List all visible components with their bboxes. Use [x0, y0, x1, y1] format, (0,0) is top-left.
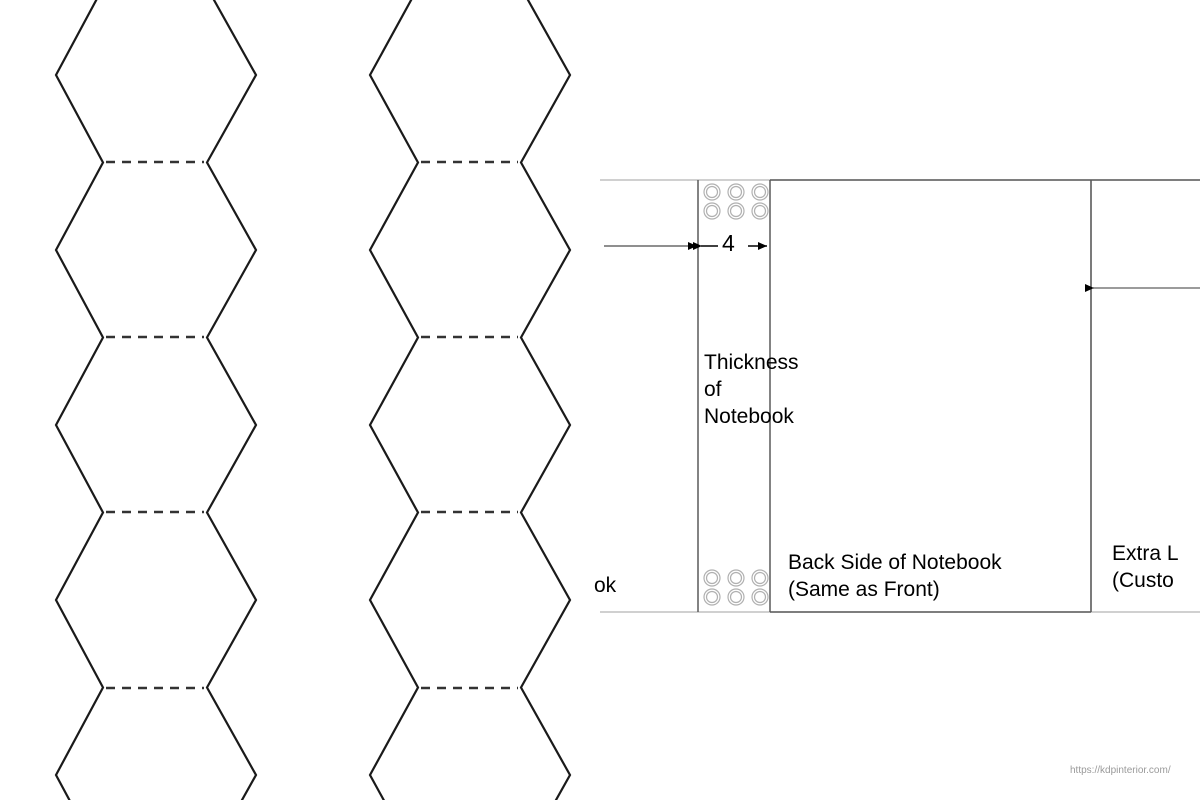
label-thickness-of-notebook: Thickness of Notebook: [704, 351, 799, 428]
binding-hole-bottom-ring-outer-r0c2: [751, 569, 769, 587]
binding-hole-top-ring-outer-r0c0: [703, 183, 721, 201]
binding-hole-top-ring-inner-r1c2: [753, 204, 767, 218]
notebook-geometry: [600, 179, 1200, 613]
binding-hole-bottom-ring-inner-r0c1: [729, 571, 743, 585]
binding-hole-bottom-ring-inner-r0c0: [705, 571, 719, 585]
binding-hole-bottom-ring-inner-r0c2: [753, 571, 767, 585]
source-url-watermark: https://kdpinterior.com/: [1070, 765, 1171, 776]
label-back-side-of-notebook: Back Side of Notebook (Same as Front): [788, 551, 1002, 601]
binding-hole-top-ring-inner-r0c2: [753, 185, 767, 199]
binding-hole-bottom-ring-inner-r1c0: [705, 590, 719, 604]
label-front-notebook-clipped: ok: [594, 574, 617, 597]
binding-hole-top-ring-inner-r1c1: [729, 204, 743, 218]
hexagon-edge-column-right-right: [519, 0, 572, 800]
dimension-value-label: 4: [722, 230, 735, 256]
binding-hole-top-ring-outer-r1c1: [727, 202, 745, 220]
binding-hole-bottom-ring-outer-r1c0: [703, 588, 721, 606]
label-extra-length: Extra L (Custo: [1112, 542, 1179, 592]
hexagon-edge-column-left-left: [54, 0, 105, 800]
binding-hole-top-ring-outer-r0c1: [727, 183, 745, 201]
binding-hole-top-ring-outer-r1c2: [751, 202, 769, 220]
binding-hole-top-ring-inner-r0c0: [705, 185, 719, 199]
hexagon-edge-column-right-left: [368, 0, 420, 800]
binding-hole-bottom-ring-outer-r1c1: [727, 588, 745, 606]
binding-hole-bottom-ring-outer-r1c2: [751, 588, 769, 606]
binding-hole-bottom-ring-outer-r0c0: [703, 569, 721, 587]
binding-hole-top-ring-outer-r1c0: [703, 202, 721, 220]
binding-hole-top-ring-inner-r1c0: [705, 204, 719, 218]
hexagon-columns: [54, 0, 572, 800]
binding-hole-bottom-ring-inner-r1c2: [753, 590, 767, 604]
binding-hole-bottom-ring-inner-r1c1: [729, 590, 743, 604]
binding-hole-top-ring-inner-r0c1: [729, 185, 743, 199]
binding-hole-top-ring-outer-r0c2: [751, 183, 769, 201]
hexagon-edge-column-left-right: [205, 0, 258, 800]
binding-hole-bottom-ring-outer-r0c1: [727, 569, 745, 587]
